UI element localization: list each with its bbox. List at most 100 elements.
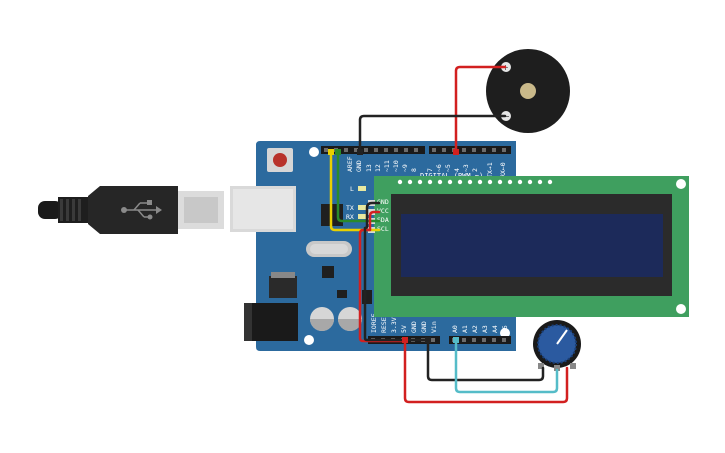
wire-lcd-vcc[interactable] (358, 210, 404, 343)
wire-end (402, 337, 408, 343)
wire-pot-signal[interactable] (454, 338, 559, 394)
digital-pin-label: ~11 (383, 160, 391, 172)
wire-buzzer-positive[interactable] (454, 65, 507, 154)
lcd-label-gnd: GND (377, 198, 389, 206)
pin-hole (384, 148, 388, 152)
voltage-regulator (269, 276, 297, 298)
analog-pin-label: A4 (491, 325, 499, 333)
digital-pin-label: RX←0 (499, 162, 507, 178)
wire-end (425, 337, 431, 343)
pin-hole (502, 148, 506, 152)
power-pin-label: RESET (380, 313, 388, 333)
digital-pin-label: 7 (426, 168, 434, 172)
wire-buzzer-ground[interactable] (358, 114, 507, 154)
digital-pin-label: 12 (374, 164, 382, 172)
wire-pot-gnd[interactable] (426, 338, 545, 382)
wire-sda[interactable] (336, 150, 381, 223)
led-l-indicator (358, 186, 366, 191)
dc-power-jack (244, 303, 298, 341)
potentiometer[interactable] (533, 320, 581, 371)
digital-pin-label: ~10 (392, 160, 400, 172)
lcd-pad (527, 179, 533, 185)
analog-pin-label: A5 (501, 325, 509, 333)
lcd-pad (417, 179, 423, 185)
wire-end (335, 149, 341, 155)
lcd-pad (537, 179, 543, 185)
analog-pin-label: A0 (451, 325, 459, 333)
lcd-pad (497, 179, 503, 185)
pin-hole (324, 148, 328, 152)
pin-hole (394, 148, 398, 152)
led-rx-indicator (358, 214, 366, 219)
lcd-pad (517, 179, 523, 185)
lcd-pad (427, 179, 433, 185)
analog-pin-label: A3 (481, 325, 489, 333)
wire-lcd-gnd[interactable] (363, 201, 429, 342)
pin-hole (482, 338, 486, 342)
wire-end (357, 149, 363, 155)
lcd-pad (467, 179, 473, 185)
mounting-hole (304, 335, 314, 345)
pot-indicator (556, 329, 568, 345)
digital-pin-label: ~5 (444, 164, 452, 172)
lcd-pad (487, 179, 493, 185)
digital-pin-label: ~3 (462, 164, 470, 172)
wire-pot-5v[interactable] (403, 338, 569, 404)
analog-pin-label: A1 (461, 325, 469, 333)
usb-cable[interactable] (38, 186, 224, 234)
lcd-i2c-module[interactable]: GND VCC SDA SCL (368, 176, 689, 317)
lcd-mounting-hole (676, 304, 686, 314)
pin-hole (482, 148, 486, 152)
pin-hole (364, 148, 368, 152)
label-rx: RX (346, 213, 354, 221)
small-chip (322, 266, 334, 278)
lcd-pad (457, 179, 463, 185)
digital-pin-label: 8 (410, 168, 418, 172)
lcd-pad (407, 179, 413, 185)
digital-header-left (321, 146, 425, 154)
pin-hole (502, 338, 506, 342)
wire-end (453, 149, 459, 155)
pin-hole (472, 148, 476, 152)
power-pin-label: IOREF (370, 313, 378, 333)
analog-pin-label: A2 (471, 325, 479, 333)
digital-pin-label: TX→1 (486, 162, 494, 178)
digital-pin-label: ~9 (401, 164, 409, 172)
pin-hole (462, 148, 466, 152)
wire-scl[interactable] (329, 150, 381, 232)
lcd-pad (437, 179, 443, 185)
power-pin-label: 3.3V (390, 317, 398, 333)
pin-hole (492, 148, 496, 152)
lcd-label-sda: SDA (377, 216, 389, 224)
pin-hole (432, 148, 436, 152)
usb-cable-end (38, 201, 62, 219)
power-pin-label: 5V (400, 325, 408, 333)
led-tx-indicator (358, 205, 366, 210)
lcd-label-vcc: VCC (377, 207, 389, 215)
wire-end (453, 337, 459, 343)
pin-hole (404, 148, 408, 152)
pin-hole (354, 148, 358, 152)
piezo-buzzer[interactable]: + − (486, 49, 570, 133)
buzzer-center (520, 83, 536, 99)
lcd-label-scl: SCL (377, 225, 389, 233)
label-gnd-top: GND (355, 160, 363, 172)
usb-symbol-icon (121, 200, 162, 220)
lcd-pad (547, 179, 553, 185)
pin-hole (344, 148, 348, 152)
digital-header-right (429, 146, 511, 154)
power-pin-label: GND (420, 321, 428, 333)
reset-button-cap (273, 153, 287, 167)
lcd-pad (477, 179, 483, 185)
pin-hole (374, 148, 378, 152)
lcd-pad (397, 179, 403, 185)
pin-hole (492, 338, 496, 342)
power-pin-label: Vin (430, 321, 438, 333)
label-led-l: L (350, 185, 354, 193)
lcd-pad (507, 179, 513, 185)
power-pin-label: GND (410, 321, 418, 333)
lcd-mounting-hole (676, 179, 686, 189)
label-tx: TX (346, 204, 354, 212)
pin-hole (472, 338, 476, 342)
